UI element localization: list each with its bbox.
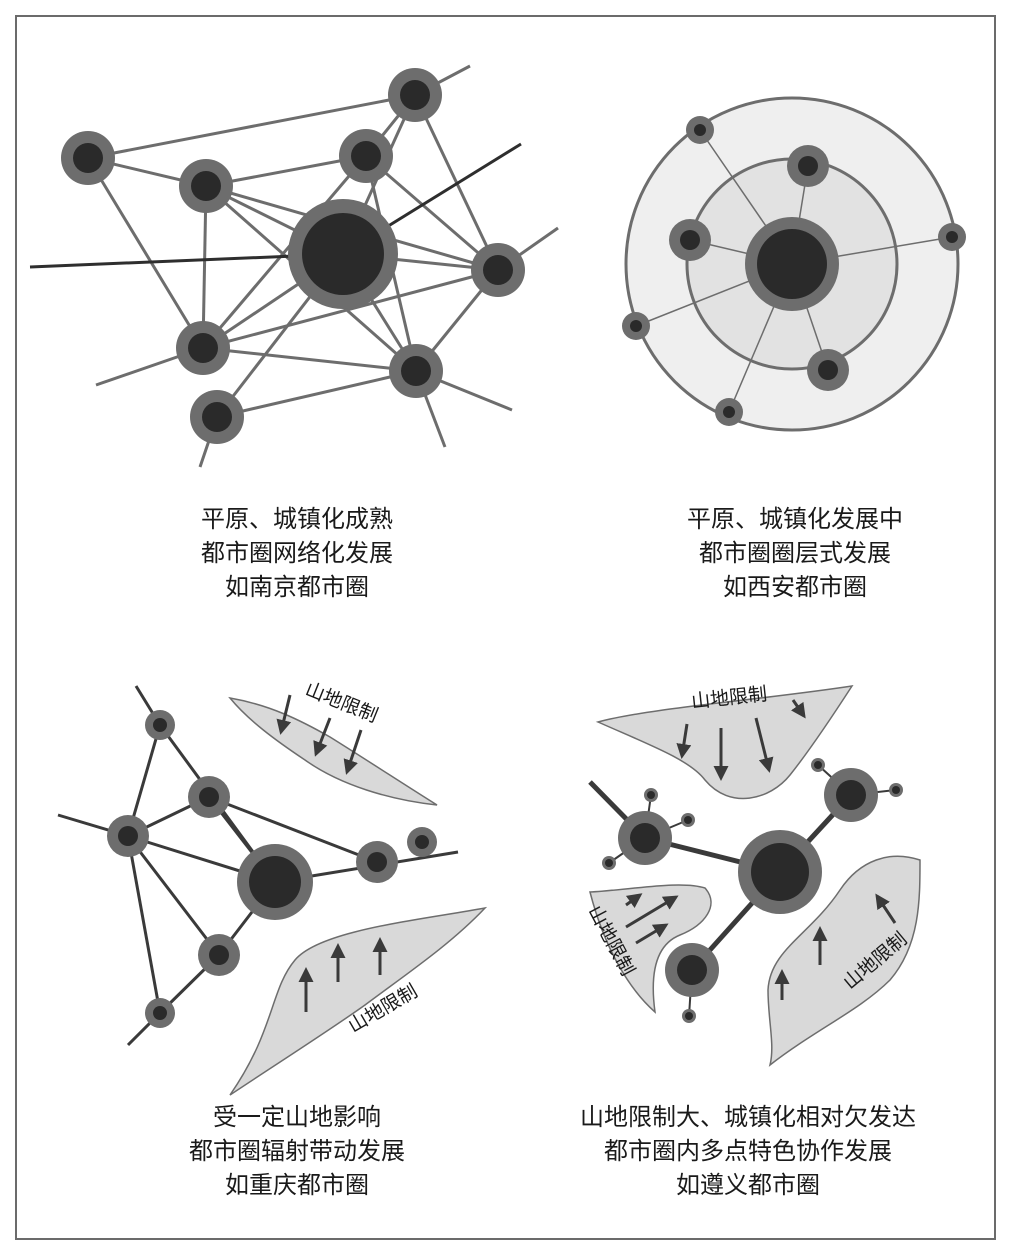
caption-line: 如西安都市圈 (723, 573, 867, 601)
city-node (388, 68, 442, 122)
mountain-area (589, 884, 712, 1014)
town-node (938, 223, 966, 251)
town-node (686, 116, 714, 144)
caption-line: 如遵义都市圈 (676, 1171, 820, 1199)
city-node (807, 349, 849, 391)
city-node (145, 710, 175, 740)
mountain-area (229, 906, 488, 1096)
city-node (198, 934, 240, 976)
city-node (669, 219, 711, 261)
network-nodes (61, 68, 525, 444)
city-node (356, 841, 398, 883)
caption-line: 如南京都市圈 (225, 573, 369, 601)
radiation-nodes (107, 710, 437, 1028)
network-panel (29, 64, 559, 468)
multipoint-caption: 山地限制大、城镇化相对欠发达 都市圈内多点特色协作发展 如遵义都市圈 (528, 1100, 968, 1202)
town-node (644, 788, 658, 802)
city-node (339, 129, 393, 183)
city-node (471, 243, 525, 297)
town-node (622, 312, 650, 340)
layered-nodes (622, 116, 966, 426)
caption-line: 都市圈圈层式发展 (699, 539, 891, 567)
town-node (715, 398, 743, 426)
city-node (107, 815, 149, 857)
mountain-arrows (625, 699, 897, 1000)
radiation-panel: 山地限制 山地限制 (57, 678, 488, 1096)
core-city-node (745, 217, 839, 311)
mountain-arrows (276, 694, 388, 1012)
city-node (824, 768, 878, 822)
city-node (665, 943, 719, 997)
caption-line: 都市圈辐射带动发展 (189, 1137, 405, 1165)
city-node (145, 998, 175, 1028)
multipoint-panel: 山地限制 山地限制 山地限制 (584, 683, 921, 1067)
layered-panel (622, 96, 966, 432)
city-node (179, 159, 233, 213)
caption-line: 都市圈内多点特色协作发展 (604, 1137, 892, 1165)
core-city-node (237, 844, 313, 920)
town-node (407, 827, 437, 857)
caption-line: 如重庆都市圈 (225, 1171, 369, 1199)
caption-line: 平原、城镇化成熟 (201, 505, 393, 533)
layered-caption: 平原、城镇化发展中 都市圈圈层式发展 如西安都市圈 (575, 502, 1013, 604)
caption-line: 都市圈网络化发展 (201, 539, 393, 567)
mountain-area (595, 685, 854, 800)
radiation-caption: 受一定山地影响 都市圈辐射带动发展 如重庆都市圈 (77, 1100, 517, 1202)
caption-line: 山地限制大、城镇化相对欠发达 (580, 1103, 916, 1131)
city-node (176, 321, 230, 375)
city-node (190, 390, 244, 444)
core-city-node (288, 199, 398, 309)
town-node (681, 813, 695, 827)
mountain-area (228, 696, 438, 806)
mountain-label: 山地限制 (302, 678, 381, 727)
city-node (61, 131, 115, 185)
city-node (618, 811, 672, 865)
city-node (787, 145, 829, 187)
city-node (188, 776, 230, 818)
city-node (389, 344, 443, 398)
town-node (811, 758, 825, 772)
town-node (889, 783, 903, 797)
town-node (682, 1009, 696, 1023)
caption-line: 平原、城镇化发展中 (687, 505, 903, 533)
caption-line: 受一定山地影响 (213, 1103, 381, 1131)
network-caption: 平原、城镇化成熟 都市圈网络化发展 如南京都市圈 (77, 502, 517, 604)
core-city-node (738, 830, 822, 914)
multipoint-nodes (602, 758, 903, 1023)
town-node (602, 856, 616, 870)
figure-frame (15, 15, 996, 1240)
